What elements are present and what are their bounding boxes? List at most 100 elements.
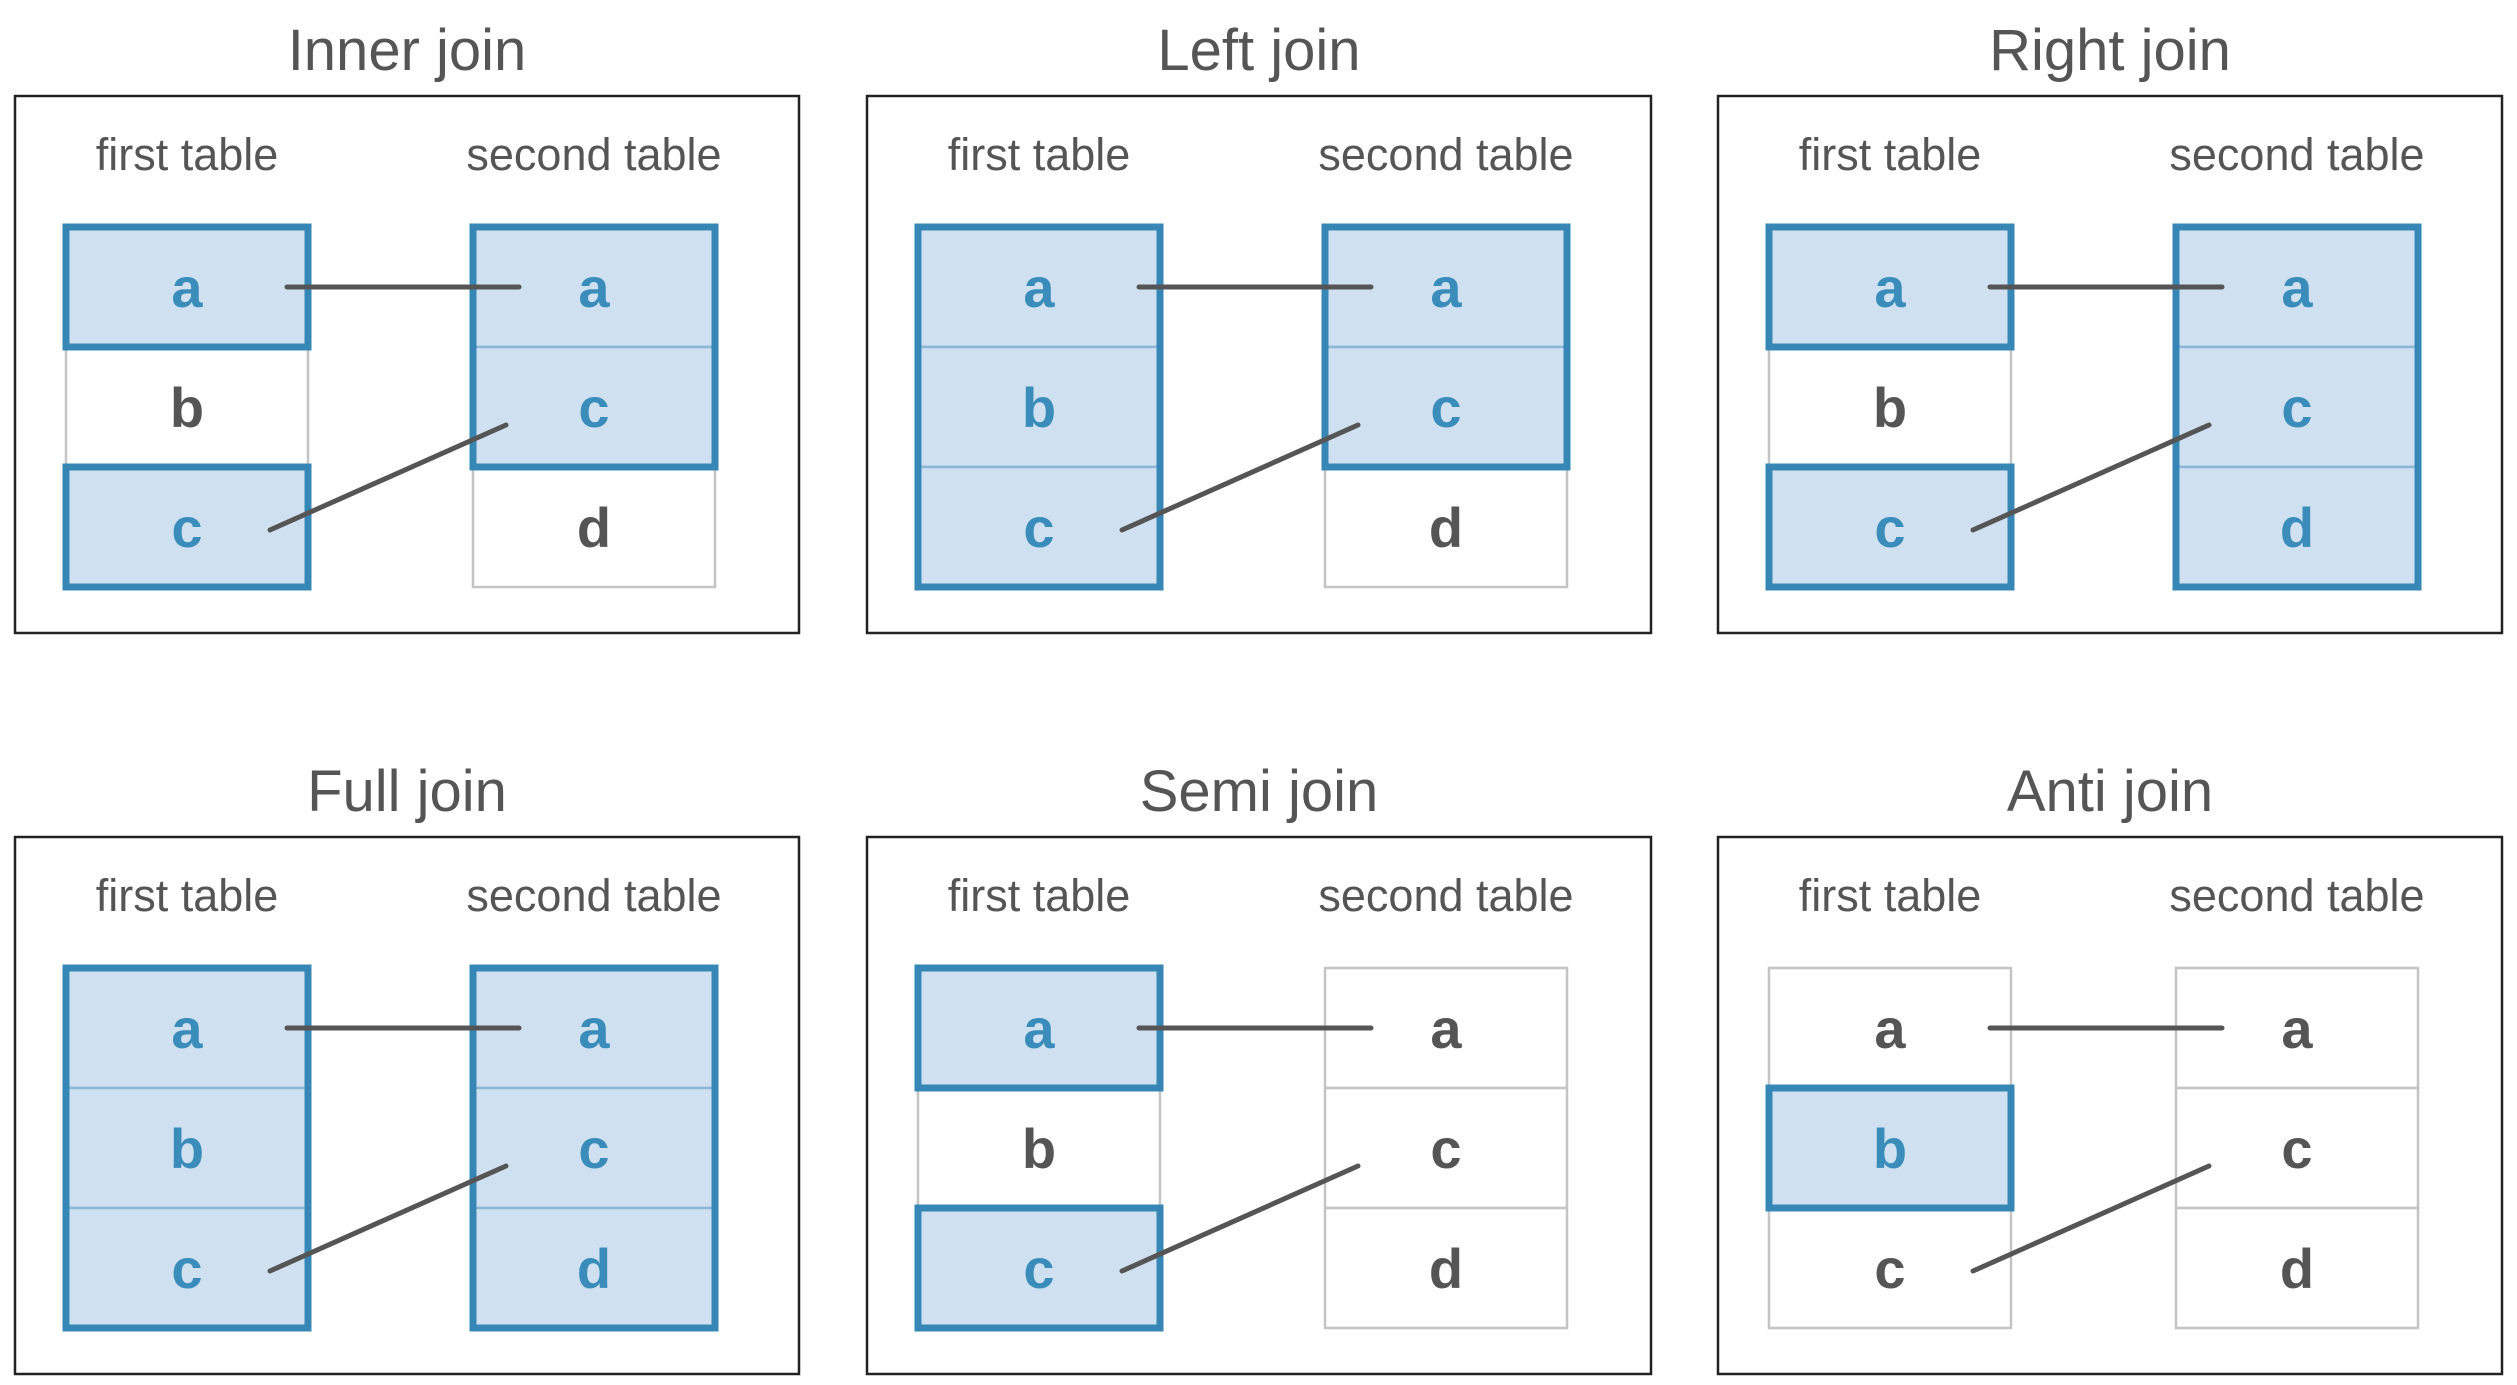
match-line-c [1970, 422, 2212, 533]
cell-key: a [171, 256, 203, 319]
second-table: second table acd [466, 129, 722, 589]
first-table: first table abc [914, 129, 1164, 591]
cell-key: c [578, 1117, 609, 1180]
first-table: first table abc [1765, 870, 2015, 1330]
cell-key: a [1874, 256, 1906, 319]
first-table-label: first table [948, 129, 1131, 180]
second-table: second table acd [1318, 870, 1574, 1330]
kept-rows-outline [914, 223, 1164, 591]
table-cell [2174, 465, 2420, 589]
cell-key: c [1430, 1117, 1461, 1180]
first-table: first table abc [1765, 129, 2015, 591]
kept-rows-outline [1321, 223, 1571, 471]
cell-key: c [2281, 1117, 2312, 1180]
table-cell [2174, 1206, 2420, 1330]
cell-key: d [577, 1237, 611, 1300]
cell-key: b [1022, 376, 1056, 439]
kept-rows-outline [62, 964, 312, 1332]
first-table-label: first table [1799, 129, 1982, 180]
cell-key: d [2280, 1237, 2314, 1300]
table-cell [916, 465, 1162, 589]
second-table: second table acd [466, 870, 722, 1332]
first-table-label: first table [948, 870, 1131, 921]
match-line-c [1119, 1163, 1361, 1274]
cell-key: a [578, 256, 610, 319]
match-line-c [267, 422, 509, 533]
second-table-label: second table [2169, 129, 2424, 180]
table-cell [1323, 1206, 1569, 1330]
cell-key: b [170, 1117, 204, 1180]
table-cell [1767, 1086, 2013, 1210]
cell-key: d [2280, 496, 2314, 559]
cell-key: a [171, 997, 203, 1060]
cell-key: c [1430, 376, 1461, 439]
table-cell [916, 1086, 1162, 1210]
cell-key: a [1023, 997, 1055, 1060]
second-table-label: second table [466, 870, 721, 921]
cell-key: d [1429, 496, 1463, 559]
kept-rows-outline [469, 964, 719, 1332]
kept-rows-outline [1765, 463, 2015, 591]
table-cell [1767, 1206, 2013, 1330]
cell-key: c [2281, 376, 2312, 439]
second-table: second table acd [2169, 129, 2425, 591]
cell-key: c [578, 376, 609, 439]
first-table-label: first table [96, 129, 279, 180]
panel-title: Inner join [288, 18, 527, 83]
kept-rows-outline [469, 223, 719, 471]
kept-rows-outline [62, 463, 312, 591]
cell-key: a [1023, 256, 1055, 319]
table-cell [471, 465, 717, 589]
panel-title: Anti join [2007, 759, 2213, 824]
cell-key: c [171, 496, 202, 559]
kept-rows-outline [1765, 1084, 2015, 1212]
table-cell [471, 1086, 717, 1210]
cell-key: a [578, 997, 610, 1060]
table-cell [1767, 966, 2013, 1090]
table-cell [471, 1206, 717, 1330]
kept-rows-outline [2172, 223, 2422, 591]
cell-key: b [1873, 1117, 1907, 1180]
cell-key: d [577, 496, 611, 559]
panel-title: Right join [1989, 18, 2231, 83]
match-line-c [1970, 1163, 2212, 1274]
cell-key: a [2281, 997, 2313, 1060]
match-line-c [267, 1163, 509, 1274]
cell-key: c [171, 1237, 202, 1300]
first-table: first table abc [914, 870, 1164, 1332]
kept-rows-outline [914, 1204, 1164, 1332]
cell-key: a [1430, 997, 1462, 1060]
panel-title: Semi join [1140, 759, 1379, 824]
cell-key: b [170, 376, 204, 439]
first-table-label: first table [1799, 870, 1982, 921]
cell-key: c [1874, 496, 1905, 559]
panel-title: Full join [307, 759, 507, 824]
table-cell [1323, 966, 1569, 1090]
second-table-label: second table [1318, 870, 1573, 921]
cell-key: b [1022, 1117, 1056, 1180]
table-cell [916, 225, 1162, 349]
cell-key: d [1429, 1237, 1463, 1300]
table-cell [1323, 1086, 1569, 1210]
cell-key: c [1023, 496, 1054, 559]
cell-key: a [2281, 256, 2313, 319]
second-table-label: second table [2169, 870, 2424, 921]
match-line-c [1119, 422, 1361, 533]
cell-key: b [1873, 376, 1907, 439]
table-cell [916, 345, 1162, 469]
panel-title: Left join [1157, 18, 1360, 83]
second-table-label: second table [466, 129, 721, 180]
table-cell [64, 345, 310, 469]
table-cell [1323, 465, 1569, 589]
cell-key: a [1874, 997, 1906, 1060]
cell-key: c [1023, 1237, 1054, 1300]
cell-key: c [1874, 1237, 1905, 1300]
